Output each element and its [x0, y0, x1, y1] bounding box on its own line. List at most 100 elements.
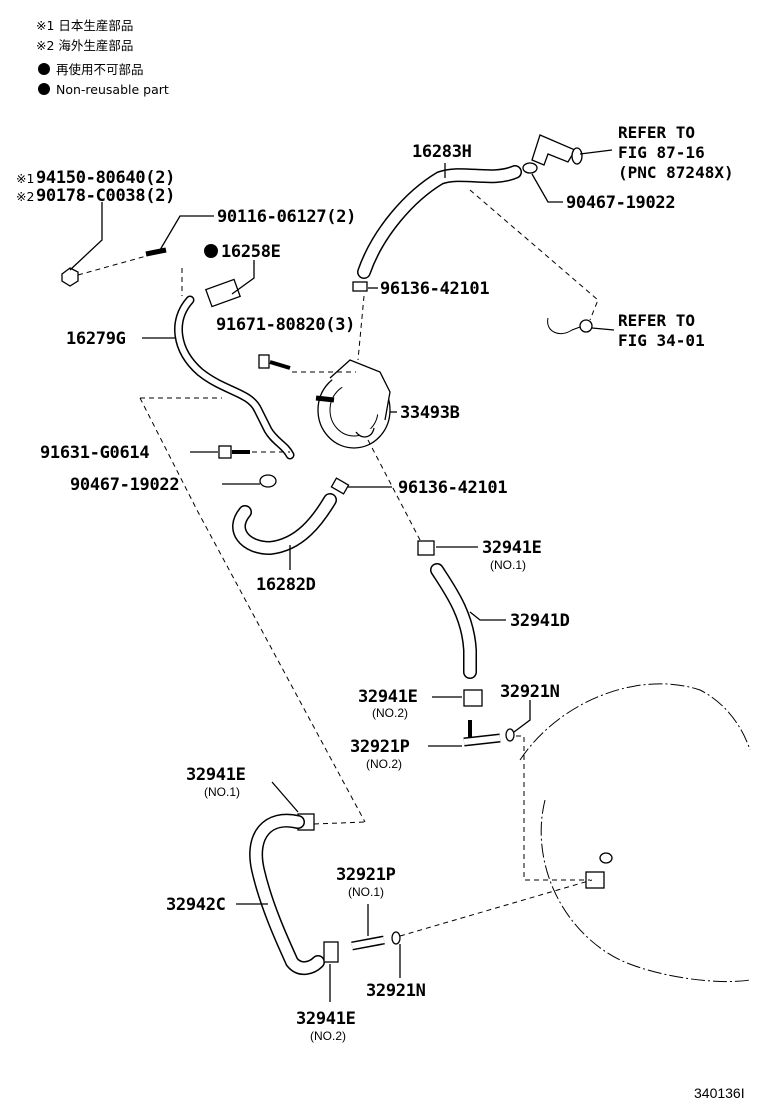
label-96136-42101-top[interactable]: 96136-42101 — [380, 279, 490, 299]
leader-ref1 — [579, 149, 613, 155]
part-drawings — [61, 134, 751, 983]
label-32941E-d-sub: (NO.2) — [310, 1029, 346, 1043]
non-reusable-dot-icon — [38, 63, 50, 75]
booster-ghost-outline-lower — [540, 799, 751, 983]
nut-94150 — [61, 267, 79, 287]
grommet-32941E-d — [323, 941, 339, 963]
label-32921N-a[interactable]: 32921N — [500, 682, 560, 702]
label-32941E-a[interactable]: 32941E — [482, 538, 542, 558]
label-32941E-c[interactable]: 32941E — [186, 765, 246, 785]
dash-frame-diagonal — [139, 397, 366, 823]
leader-32941E-c — [271, 781, 299, 813]
dash-to-booster — [516, 735, 590, 881]
label-32941E-b[interactable]: 32941E — [358, 687, 418, 707]
dash-nut-to-stud — [77, 254, 151, 276]
bolt-91631-head — [218, 445, 232, 459]
note-non-reusable-jp: 再使用不可部品 — [56, 62, 144, 77]
ref-fig34-line2[interactable]: FIG 34-01 — [618, 331, 705, 350]
label-32921N-b[interactable]: 32921N — [366, 981, 426, 1001]
label-16282D[interactable]: 16282D — [256, 575, 316, 595]
grommet-32941E-b — [463, 689, 483, 707]
label-32921P-b[interactable]: 32921P — [336, 865, 396, 885]
clamp-90467-mid — [259, 474, 277, 488]
hose-16283H — [358, 166, 521, 278]
label-32921P-a[interactable]: 32921P — [350, 737, 410, 757]
valve-outlet — [355, 427, 375, 438]
clip-96136-top — [352, 281, 368, 292]
label-90467-19022-top[interactable]: 90467-19022 — [566, 193, 676, 213]
mark-japan: ※1 — [16, 171, 34, 186]
label-32941E-c-sub: (NO.1) — [204, 785, 240, 799]
note-non-reusable-en: Non-reusable part — [56, 82, 169, 97]
label-96136-42101-mid[interactable]: 96136-42101 — [398, 478, 508, 498]
ref-fig87-line3[interactable]: (PNC 87248X) — [618, 163, 734, 182]
hose-32941D — [431, 564, 476, 678]
label-90467-19022-mid[interactable]: 90467-19022 — [70, 475, 180, 495]
union-32921P-b — [351, 937, 385, 949]
pipe-16279G — [175, 297, 293, 458]
dash-lower-to-booster — [399, 879, 593, 937]
leader-90467-top — [531, 173, 563, 203]
label-32941D[interactable]: 32941D — [510, 611, 570, 631]
label-32942C[interactable]: 32942C — [166, 895, 226, 915]
ref-fig87-line2[interactable]: FIG 87-16 — [618, 143, 705, 162]
label-32941E-a-sub: (NO.1) — [490, 558, 526, 572]
gasket-32921N-b — [391, 931, 401, 945]
label-90116-06127[interactable]: 90116-06127(2) — [217, 207, 356, 227]
bolt-91671-head — [258, 354, 270, 369]
non-reusable-dot-icon — [204, 244, 218, 258]
fitting-end — [571, 147, 583, 165]
grommet-32941E-a — [417, 540, 435, 556]
label-16283H[interactable]: 16283H — [412, 142, 472, 162]
label-32941E-d[interactable]: 32941E — [296, 1009, 356, 1029]
ref-fig34-line1[interactable]: REFER TO — [618, 311, 695, 330]
booster-port — [585, 871, 605, 889]
leader-32921N-a — [513, 700, 531, 733]
valve-body-flange — [329, 359, 391, 421]
heater-valve-fitting — [531, 134, 576, 166]
leader-94150 — [69, 202, 103, 271]
figure-id: 340136I — [694, 1085, 745, 1101]
dash-valve-to-grommet — [367, 439, 421, 541]
dashed-lines — [77, 189, 599, 937]
note-japan-production: ※1 日本生産部品 — [36, 18, 133, 33]
leader-32941D — [469, 611, 506, 621]
label-91671-80820[interactable]: 91671-80820(3) — [216, 315, 355, 335]
legend: ※1 日本生産部品 ※2 海外生産部品 再使用不可部品 Non-reusable… — [36, 18, 169, 97]
clamp-fig34 — [547, 317, 589, 334]
label-16258E[interactable]: 16258E — [221, 242, 281, 262]
label-16279G[interactable]: 16279G — [66, 329, 126, 349]
leader-90116 — [159, 215, 214, 251]
valve-inlet — [315, 395, 335, 403]
clamp-90467-top — [522, 162, 538, 174]
leader-16258E — [231, 260, 255, 295]
booster-port-nipple — [599, 852, 613, 864]
dash-clip-to-valve — [357, 295, 365, 361]
booster-ghost-outline — [519, 683, 751, 761]
gasket-16258E — [204, 278, 242, 308]
hose-16282D — [233, 494, 336, 554]
clip-96136-mid — [330, 477, 350, 495]
clamp-fig34-end — [579, 319, 593, 333]
part-labels: ※1 94150-80640(2) ※2 90178-C0038(2) 9011… — [16, 123, 745, 1101]
non-reusable-dot-icon — [38, 83, 50, 95]
leader-ref2 — [591, 327, 615, 331]
stud-90116 — [145, 247, 167, 257]
note-overseas-production: ※2 海外生産部品 — [36, 38, 133, 53]
label-90178-C0038[interactable]: 90178-C0038(2) — [36, 186, 175, 206]
dash-hose-to-fig34 — [469, 189, 599, 321]
label-94150-80640[interactable]: 94150-80640(2) — [36, 168, 175, 188]
hose-32942C — [250, 815, 324, 974]
ref-fig87-line1[interactable]: REFER TO — [618, 123, 695, 142]
bolt-91671-shaft — [269, 360, 291, 370]
label-33493B[interactable]: 33493B — [400, 403, 460, 423]
mark-overseas: ※2 — [16, 189, 34, 204]
union-32921P-a — [463, 735, 501, 745]
dash-to-grommet-c — [313, 821, 366, 825]
gasket-32921N-a — [505, 728, 515, 742]
leader-lines — [69, 149, 615, 1002]
label-32921P-b-sub: (NO.1) — [348, 885, 384, 899]
label-91631-G0614[interactable]: 91631-G0614 — [40, 443, 150, 463]
label-32921P-a-sub: (NO.2) — [366, 757, 402, 771]
